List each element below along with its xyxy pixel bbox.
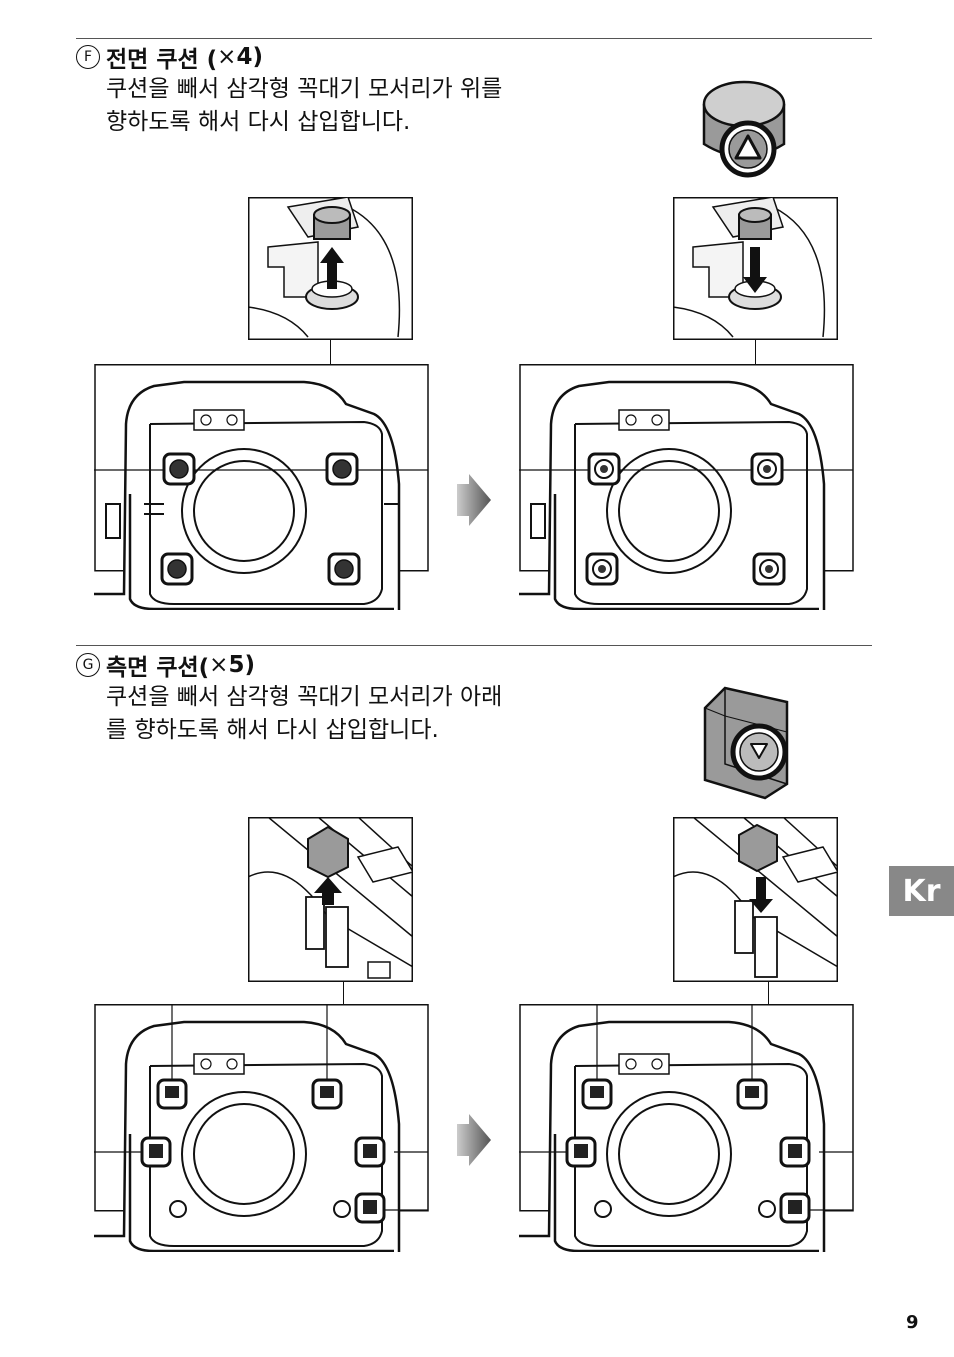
section-f-top-rule <box>76 38 872 39</box>
section-f-line-1: 쿠션을 빼서 삼각형 꼭대기 모서리가 위를 <box>106 76 503 102</box>
side-cushion-housing-after <box>519 1004 854 1252</box>
right-arrow-icon <box>457 474 491 526</box>
section-g-line-1: 쿠션을 빼서 삼각형 꼭대기 모서리가 아래 <box>106 684 503 710</box>
section-f-instructions: 쿠션을 빼서 삼각형 꼭대기 모서리가 위를 향하도록 해서 다시 삽입합니다. <box>106 73 626 139</box>
front-cushion-insertion-detail <box>673 197 838 340</box>
connector-g-left <box>343 982 344 1004</box>
front-cushion-housing-before <box>94 364 429 610</box>
section-f-heading: F 전면 쿠션 (×4) <box>76 40 263 74</box>
section-f-title: 전면 쿠션 ( <box>106 47 218 73</box>
section-f-count: 4) <box>236 44 263 70</box>
section-g-count: 5) <box>228 652 255 678</box>
side-cushion-icon <box>703 686 789 800</box>
section-g-title: 측면 쿠션( <box>106 655 210 681</box>
page-number: 9 <box>906 1312 919 1333</box>
section-f-marker: F <box>76 45 100 69</box>
side-cushion-insertion-detail <box>673 817 838 982</box>
connector-f-left <box>330 340 331 364</box>
front-cushion-housing-after <box>519 364 854 610</box>
section-g-heading: G 측면 쿠션(×5) <box>76 648 255 682</box>
section-g-times: × <box>209 652 229 678</box>
section-f-line-2: 향하도록 해서 다시 삽입합니다. <box>106 109 411 135</box>
section-g-instructions: 쿠션을 빼서 삼각형 꼭대기 모서리가 아래 를 향하도록 해서 다시 삽입합니… <box>106 681 626 747</box>
front-cushion-icon <box>702 80 786 178</box>
section-g-line-2: 를 향하도록 해서 다시 삽입합니다. <box>106 717 439 743</box>
connector-f-right <box>755 340 756 364</box>
front-cushion-removal-detail <box>248 197 413 340</box>
section-f-times: × <box>217 44 237 70</box>
side-cushion-removal-detail <box>248 817 413 982</box>
section-g-marker: G <box>76 653 100 677</box>
section-g-top-rule <box>76 645 872 646</box>
side-cushion-housing-before <box>94 1004 429 1252</box>
connector-g-right <box>768 982 769 1004</box>
right-arrow-icon <box>457 1114 491 1166</box>
language-tab: Kr <box>889 866 954 916</box>
